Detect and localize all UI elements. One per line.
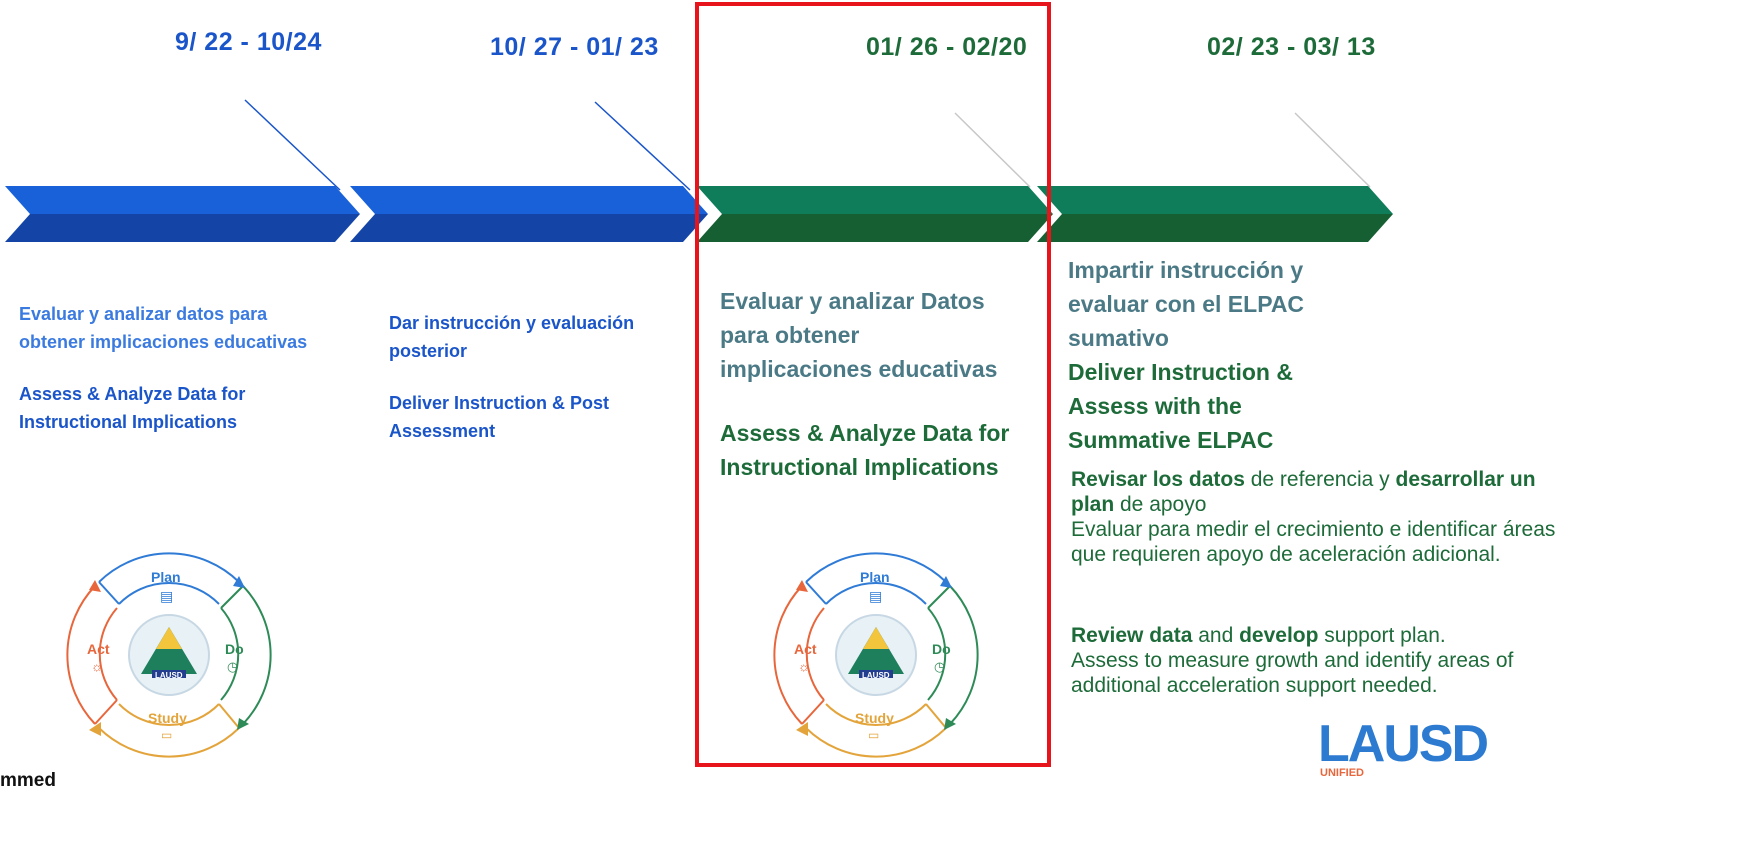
phase2-date: 10/ 27 - 01/ 23 <box>490 33 659 61</box>
phase4-pointer <box>1294 112 1371 188</box>
cycle1-act-label: Act <box>87 641 110 657</box>
phase4-date: 02/ 23 - 03/ 13 <box>1207 33 1376 61</box>
pdsa-cycle-1: Plan ▤ Do ◷ Study ▭ Act ☼ LAUSD <box>49 524 289 764</box>
cycle2-study-icon: ▭ <box>868 728 880 742</box>
cycle2-do-icon: ◷ <box>934 659 946 674</box>
cycle1-plan-label: Plan <box>151 569 181 585</box>
timeline-segment-4 <box>1037 186 1393 242</box>
es-body-text-3: Evaluar para medir el crecimiento e iden… <box>1071 518 1556 566</box>
timeline-segment-1 <box>5 186 360 242</box>
cycle1-plan-icon: ▤ <box>160 588 174 604</box>
en-body-text-2: support plan. <box>1318 624 1446 647</box>
es-body-bold-1: Revisar los datos <box>1071 468 1245 491</box>
phase1-pointer <box>244 99 341 191</box>
en-body-bold-1: Review data <box>1071 624 1193 647</box>
cycle2-center-label: LAUSD <box>862 671 890 680</box>
phase4-es-body: Revisar los datos de referencia y desarr… <box>1071 467 1556 567</box>
timeline-arrows <box>5 99 1393 242</box>
highlight-box <box>695 2 1051 767</box>
es-body-text-2: de apoyo <box>1114 493 1207 516</box>
timeline-segment-2 <box>350 186 708 242</box>
phase4-heading: Impartir instrucción y evaluar con el EL… <box>1068 253 1358 457</box>
es-body-bold-2: desarrollar un plan <box>1071 468 1536 516</box>
phase3-pointer <box>954 112 1031 188</box>
phase2-description: Dar instrucción y evaluación posterior D… <box>389 309 649 445</box>
lausd-logo: LAUSD UNIFIED <box>1318 718 1518 778</box>
cycle2-act-icon: ☼ <box>798 659 810 674</box>
phase2-pointer <box>594 101 691 191</box>
phase3-date: 01/ 26 - 02/20 <box>866 33 1028 61</box>
phase3-es: Evaluar y analizar Datos para obtener im… <box>720 288 998 382</box>
cycle1-do-label: Do <box>225 641 244 657</box>
cycle2-plan-icon: ▤ <box>869 588 883 604</box>
phase2-es: Dar instrucción y evaluación posterior <box>389 313 635 361</box>
cycle2-do-label: Do <box>932 641 951 657</box>
timeline-segment-3 <box>697 186 1053 242</box>
cycle2-plan-label: Plan <box>860 569 890 585</box>
cycle1-study-label: Study <box>148 710 187 726</box>
cycle1-do-icon: ◷ <box>227 659 239 674</box>
cycle2-study-label: Study <box>855 710 894 726</box>
cycle1-act-icon: ☼ <box>91 659 103 674</box>
en-body-bold-2: develop <box>1239 624 1319 647</box>
cycle1-study-icon: ▭ <box>161 728 173 742</box>
footer-text-fragment: mmed <box>0 770 56 791</box>
phase1-description: Evaluar y analizar datos para obtener im… <box>19 300 319 436</box>
phase1-date: 9/ 22 - 10/24 <box>175 28 322 56</box>
en-body-text-1: and <box>1192 624 1240 647</box>
phase4-en: Deliver Instruction & Assess with the Su… <box>1068 359 1293 453</box>
lausd-logo-subtext: UNIFIED <box>1320 767 1364 778</box>
en-body-text-3: Assess to measure growth and identify ar… <box>1071 649 1514 697</box>
pdsa-cycle-2: Plan ▤ Do ◷ Study ▭ Act ☼ LAUSD <box>756 524 996 764</box>
lausd-logo-text: LAUSD <box>1318 718 1489 773</box>
phase1-es: Evaluar y analizar datos para obtener im… <box>19 304 308 352</box>
es-body-text-1: de referencia y <box>1244 468 1396 491</box>
cycle1-center-label: LAUSD <box>155 671 183 680</box>
cycle2-act-label: Act <box>794 641 817 657</box>
phase3-description: Evaluar y analizar Datos para obtener im… <box>720 284 1010 484</box>
phase4-es: Impartir instrucción y evaluar con el EL… <box>1068 257 1305 351</box>
phase4-en-body: Review data and develop support plan. As… <box>1071 623 1549 698</box>
phase2-en: Deliver Instruction & Post Assessment <box>389 393 610 441</box>
phase1-en: Assess & Analyze Data for Instructional … <box>19 384 246 432</box>
phase3-en: Assess & Analyze Data for Instructional … <box>720 420 1010 480</box>
